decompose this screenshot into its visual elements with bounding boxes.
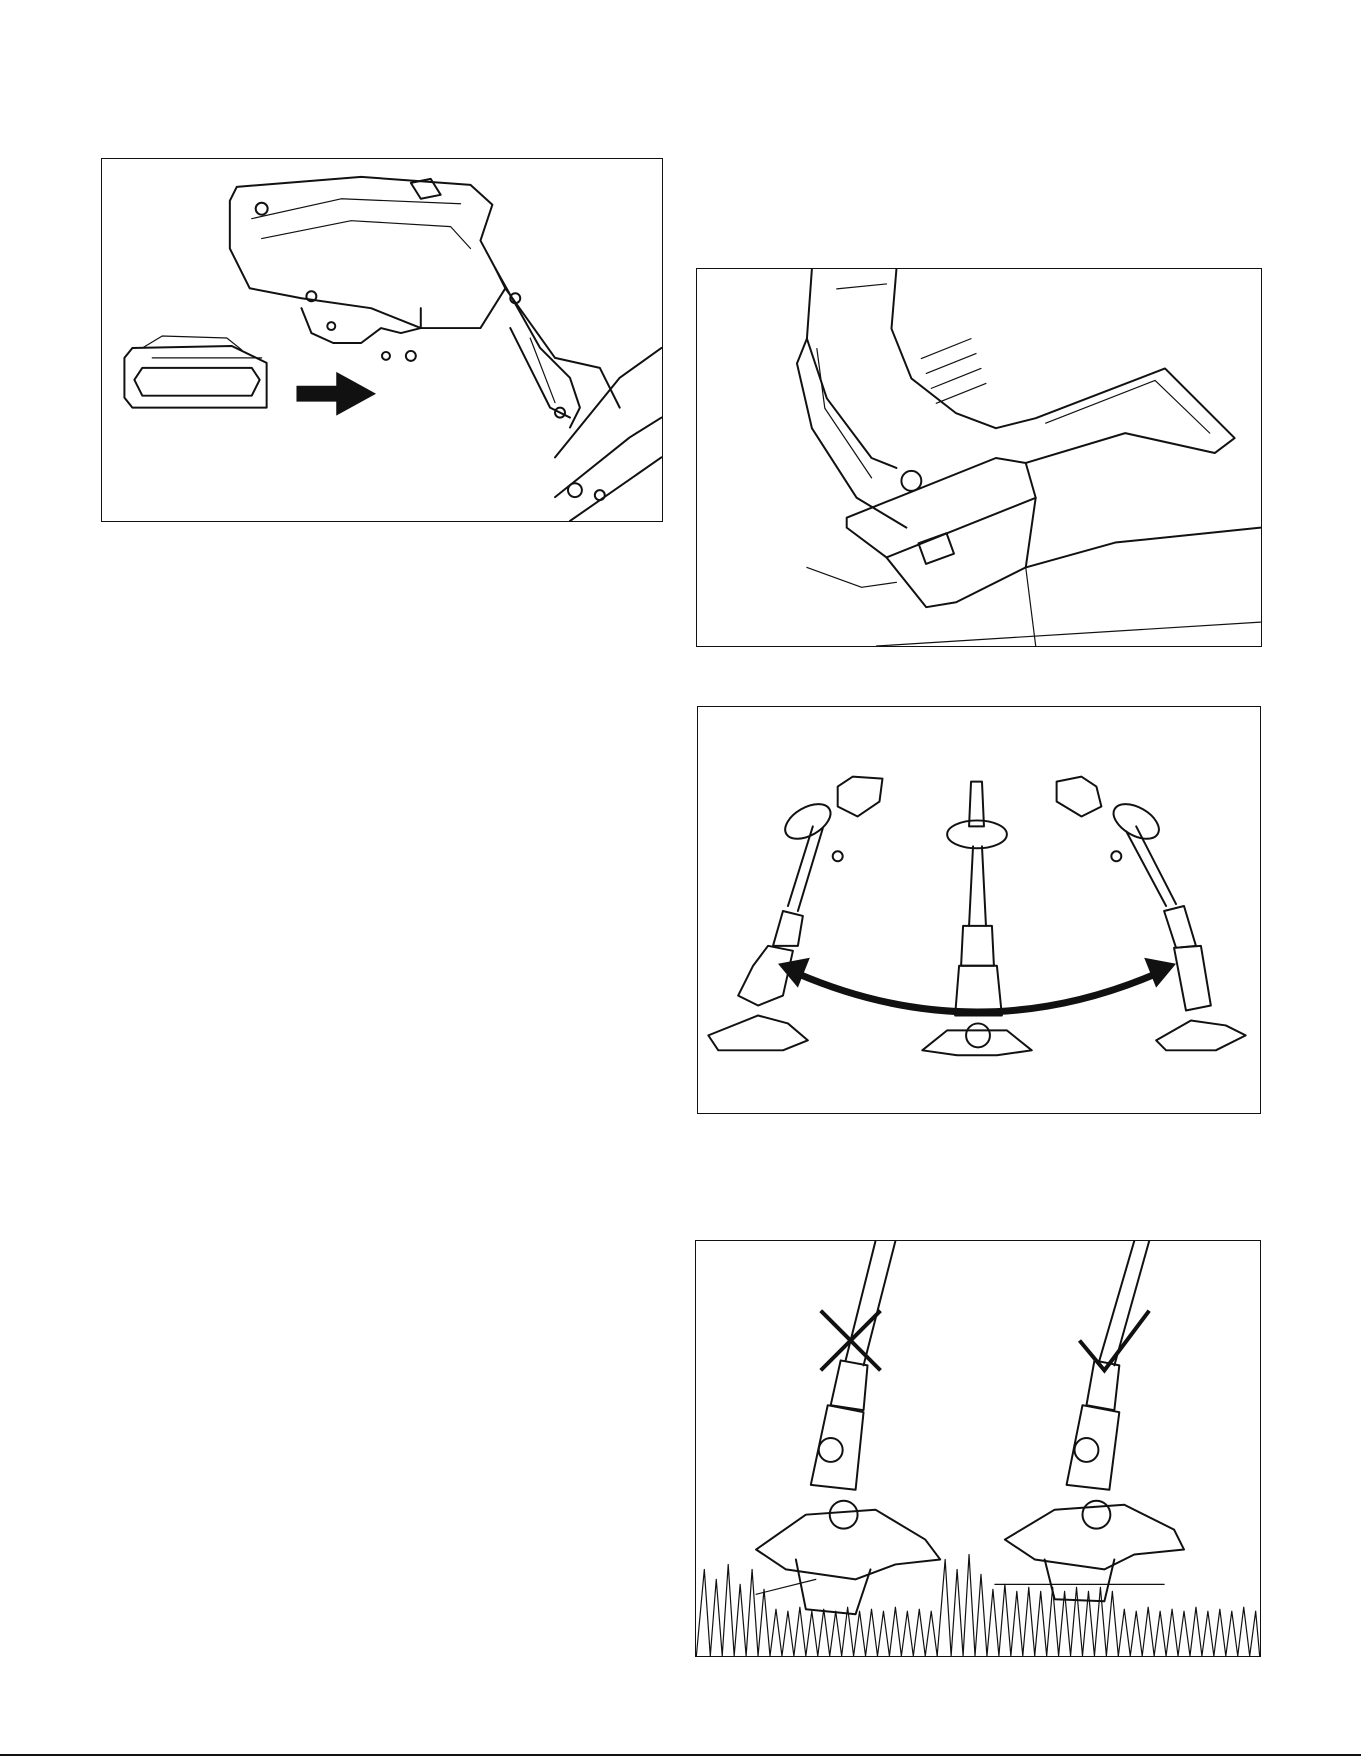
sweeping-motion-illustration — [698, 707, 1260, 1113]
trimmer-head-illustration — [697, 269, 1261, 646]
motor-housing-icon — [807, 269, 1261, 646]
arrow-right-icon — [296, 372, 376, 416]
trimmer-left-icon — [708, 777, 882, 1051]
footer-rule — [0, 1754, 1361, 1756]
figure-sweeping-motion — [697, 706, 1261, 1114]
battery-icon — [124, 336, 266, 408]
grass-icon — [696, 1554, 1259, 1656]
cutting-angle-illustration — [696, 1241, 1260, 1656]
tool-handle-icon — [230, 177, 662, 521]
figure-cutting-angle — [695, 1240, 1261, 1657]
guard-icon — [797, 339, 906, 588]
figure-battery-insertion — [101, 158, 663, 522]
figure-trimmer-head — [696, 268, 1262, 647]
correct-check-icon — [1080, 1311, 1150, 1371]
trimmer-right-icon — [1057, 777, 1246, 1051]
battery-insertion-illustration — [102, 159, 662, 521]
